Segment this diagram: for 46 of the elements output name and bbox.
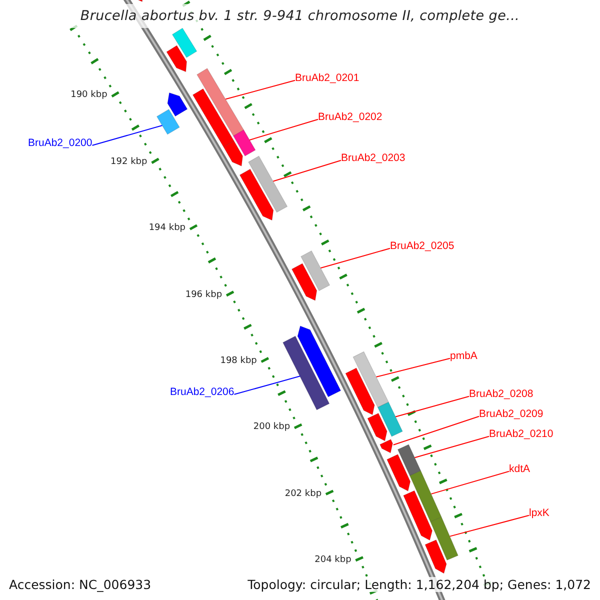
gene-bar bbox=[430, 516, 458, 561]
gene-label: BruAb2_0206 bbox=[170, 386, 234, 398]
leader-line bbox=[376, 358, 450, 378]
gene-label: BruAb2_0210 bbox=[489, 428, 554, 440]
tick-label: 190 kbp bbox=[70, 90, 108, 100]
leader-line bbox=[395, 396, 470, 418]
gene-bar bbox=[377, 402, 403, 437]
leader-line bbox=[449, 514, 530, 537]
gene-label: kdtA bbox=[509, 463, 530, 475]
leader-line bbox=[430, 470, 510, 494]
gene-bar bbox=[409, 470, 442, 522]
gene-bar bbox=[300, 250, 330, 292]
leader-line bbox=[320, 248, 390, 268]
leader-line bbox=[225, 80, 296, 100]
leader-line bbox=[414, 436, 490, 458]
footer-text: Topology: circular; Length: 1,162,204 bp; Genes: 1,072 bbox=[248, 577, 591, 592]
leader-line bbox=[249, 118, 318, 140]
gene-bar bbox=[156, 108, 180, 135]
leader-line bbox=[272, 160, 342, 182]
tick-label: 200 kbp bbox=[253, 422, 290, 432]
gene-bar bbox=[352, 351, 389, 408]
gene-bar bbox=[397, 444, 422, 476]
gene-bar bbox=[232, 129, 256, 156]
gene-bar bbox=[196, 68, 244, 136]
tick-label: 202 kbp bbox=[284, 488, 322, 499]
gene-label: BruAb2_0209 bbox=[479, 408, 544, 420]
gene-label: BruAb2_0200 bbox=[28, 137, 92, 149]
leader-line bbox=[392, 416, 480, 446]
footer-text: Accession: NC_006933 bbox=[9, 577, 152, 592]
gene-label: BruAb2_0205 bbox=[390, 240, 454, 252]
gene-label: lpxK bbox=[529, 507, 550, 519]
gene-label: BruAb2_0202 bbox=[318, 111, 382, 123]
gene-label: BruAb2_0203 bbox=[341, 152, 406, 164]
tick-label: 194 kbp bbox=[148, 223, 186, 234]
leader-line bbox=[92, 124, 163, 146]
tick-label: 204 kbp bbox=[314, 554, 352, 565]
gene-bar bbox=[380, 438, 393, 454]
leader-line bbox=[234, 376, 301, 395]
tick-label: 192 kbp bbox=[110, 156, 148, 167]
gene-label: BruAb2_0201 bbox=[295, 72, 360, 84]
tick-label: 196 kbp bbox=[185, 290, 222, 300]
gene-bar bbox=[282, 336, 330, 410]
gene-bar bbox=[248, 156, 288, 213]
gene-label: BruAb2_0208 bbox=[469, 388, 534, 400]
gene-label: pmbA bbox=[450, 350, 478, 362]
tick-label: 198 kbp bbox=[220, 356, 257, 366]
